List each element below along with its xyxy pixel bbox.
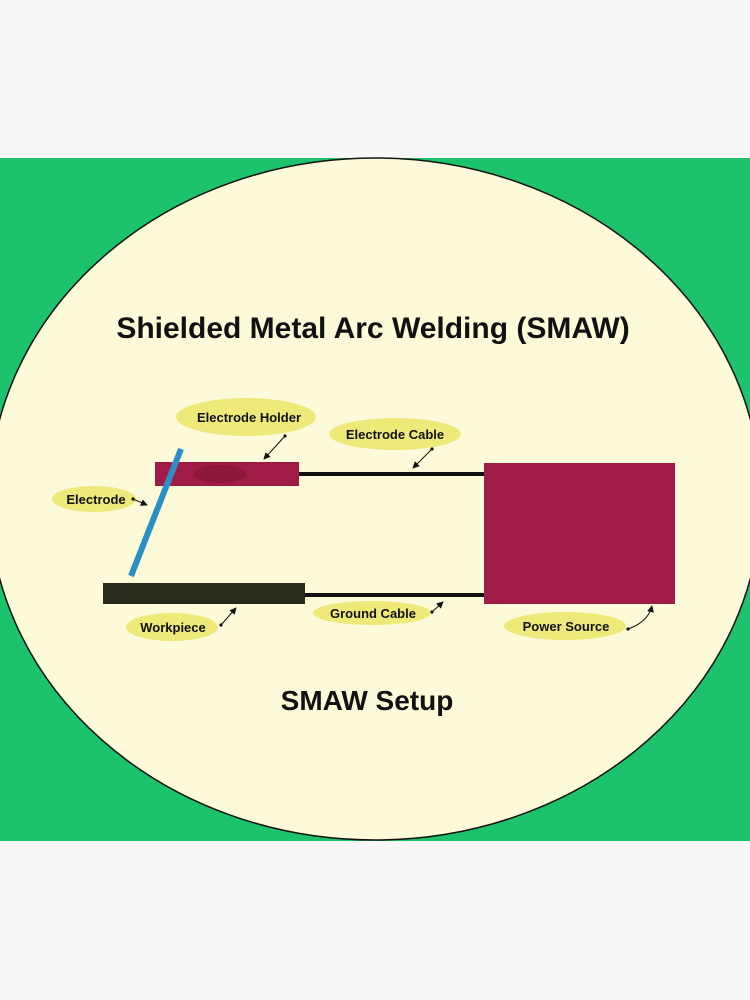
electrode-label: Electrode bbox=[66, 492, 125, 507]
workpiece-label: Workpiece bbox=[140, 620, 206, 635]
ground-cable-label: Ground Cable bbox=[330, 606, 416, 621]
workpiece-callout: Workpiece bbox=[126, 607, 237, 641]
diagram-title: Shielded Metal Arc Welding (SMAW) bbox=[116, 312, 629, 345]
electrode-rod bbox=[128, 447, 184, 578]
background-ellipse bbox=[0, 157, 750, 841]
ground-cable-callout: Ground Cable bbox=[313, 601, 444, 625]
electrode-cable-callout: Electrode Cable bbox=[329, 418, 461, 469]
electrode-holder-grip bbox=[194, 465, 246, 483]
electrode-callout: Electrode bbox=[52, 486, 148, 512]
workpiece bbox=[103, 583, 305, 604]
power-source-label: Power Source bbox=[523, 619, 610, 634]
power-source bbox=[484, 463, 675, 604]
diagram-caption: SMAW Setup bbox=[281, 685, 454, 716]
electrode-cable-label: Electrode Cable bbox=[346, 427, 444, 442]
electrode-holder-label: Electrode Holder bbox=[197, 410, 301, 425]
power-source-callout: Power Source bbox=[504, 605, 654, 640]
electrode-holder-callout: Electrode Holder bbox=[176, 398, 316, 460]
